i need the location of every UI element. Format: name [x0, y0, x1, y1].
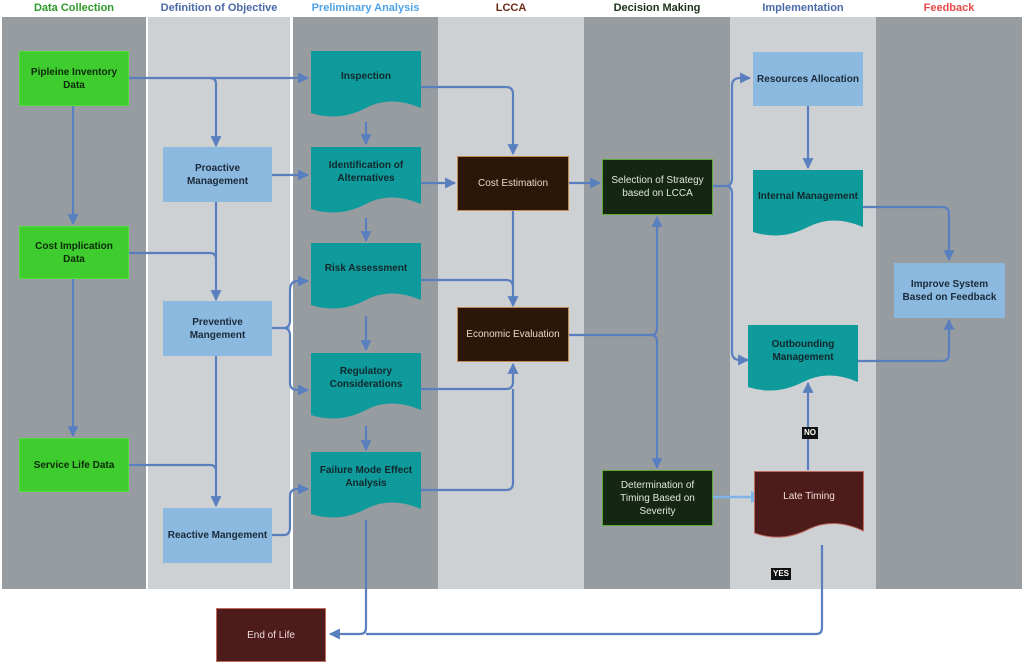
node-cost-implication-data[interactable]: Cost Implication Data [19, 226, 129, 279]
node-economic-evaluation[interactable]: Economic Evaluation [457, 307, 569, 362]
lane-title-data-collection: Data Collection [33, 2, 115, 14]
node-label: Outbounding Management [771, 339, 835, 363]
node-label: Proactive Management [186, 162, 249, 187]
node-label: Internal Management [757, 190, 859, 202]
node-label: Late Timing [783, 490, 835, 502]
arrow-risk-to-economic [420, 278, 515, 288]
node-internal-management[interactable]: Internal Management [753, 170, 863, 242]
node-label: Resources Allocation [757, 73, 859, 85]
arrow-selection-to-outbounding [725, 184, 750, 366]
lane-title-decision-making: Decision Making [613, 2, 701, 14]
document-shape [311, 243, 421, 309]
arrow-reactive-to-fmea [272, 483, 310, 537]
arrow-cost-implication-to-preventive [129, 251, 218, 260]
arrow-economic-to-selection [569, 215, 663, 337]
document-shape [311, 452, 421, 518]
node-label: Cost Estimation [477, 178, 549, 189]
node-proactive-management[interactable]: Proactive Management [163, 147, 272, 202]
lane-title-definition-of-objective: Definition of Objective [160, 2, 278, 14]
node-inspection[interactable]: Inspection [311, 51, 421, 123]
node-pipeline-inventory-data[interactable]: Pipleine Inventory Data [19, 51, 129, 106]
lane-title-implementation: Implementation [762, 2, 844, 14]
node-label: End of Life [247, 629, 295, 641]
node-selection-of-strategy[interactable]: Selection of Strategy based on LCCA [602, 159, 713, 215]
arrow-preventive-to-regulatory [283, 326, 310, 396]
node-label: Risk Assessment [324, 262, 408, 274]
node-risk-assessment[interactable]: Risk Assessment [311, 243, 421, 315]
node-failure-mode-effect-analysis[interactable]: Failure Mode Effect Analysis [311, 452, 421, 524]
arrow-regulatory-to-economic [420, 362, 519, 391]
node-label: Determination of Timing Based on Severit… [620, 479, 695, 517]
node-improve-system[interactable]: Improve System Based on Feedback [894, 263, 1005, 318]
node-label: Inspection [340, 70, 391, 82]
node-label: Failure Mode Effect Analysis [319, 465, 413, 489]
node-identification-of-alternatives[interactable]: Identification of Alternatives [311, 147, 421, 219]
node-end-of-life[interactable]: End of Life [216, 608, 326, 662]
node-label: Improve System Based on Feedback [902, 278, 997, 303]
document-shape [311, 147, 421, 213]
label-no: NO [802, 427, 818, 439]
label-yes: YES [771, 568, 792, 580]
document-shape [754, 471, 864, 538]
lane-title-preliminary-analysis: Preliminary Analysis [311, 2, 420, 14]
document-shape [748, 325, 858, 391]
lane-title-feedback: Feedback [923, 2, 975, 14]
node-service-life-data[interactable]: Service Life Data [19, 438, 129, 492]
arrow-outbounding-to-improve [858, 318, 955, 363]
node-label: Selection of Strategy based on LCCA [611, 175, 704, 199]
node-label: Cost Implication Data [35, 240, 113, 265]
arrow-service-life-to-reactive [129, 463, 218, 472]
node-label: Economic Evaluation [466, 329, 560, 340]
node-reactive-management[interactable]: Reactive Mangement [163, 508, 272, 563]
node-label: Service Life Data [33, 459, 115, 471]
node-regulatory-considerations[interactable]: Regulatory Considerations [311, 353, 421, 425]
node-preventive-management[interactable]: Preventive Mangement [163, 301, 272, 356]
arrow-fmea-to-economic [420, 389, 515, 492]
node-cost-estimation[interactable]: Cost Estimation [457, 156, 569, 211]
arrow-economic-to-determination [650, 333, 663, 470]
arrow-preventive-to-risk [272, 275, 310, 330]
node-determination-of-timing[interactable]: Determination of Timing Based on Severit… [602, 470, 713, 526]
node-label: Reactive Mangement [167, 530, 268, 541]
node-late-timing[interactable]: Late Timing [754, 471, 864, 543]
document-shape [311, 51, 421, 117]
arrow-internal-to-improve [862, 205, 955, 262]
node-label: Preventive Mangement [189, 316, 246, 341]
document-shape [753, 170, 863, 236]
arrow-inspection-to-cost-estimation [420, 85, 519, 156]
node-resources-allocation[interactable]: Resources Allocation [753, 52, 863, 106]
arrow-selection-to-resources [713, 72, 752, 188]
node-label: Pipleine Inventory Data [30, 66, 118, 91]
lane-title-lcca: LCCA [495, 2, 527, 14]
arrow-fmea-to-end-of-life [328, 520, 368, 640]
arrow-late-timing-yes-to-end-of-life [366, 545, 824, 636]
node-label: Regulatory Considerations [329, 366, 403, 390]
node-outbounding-management[interactable]: Outbounding Management [748, 325, 858, 397]
arrow-pipeline-to-proactive [209, 76, 222, 148]
node-label: Identification of Alternatives [328, 160, 404, 184]
document-shape [311, 353, 421, 419]
